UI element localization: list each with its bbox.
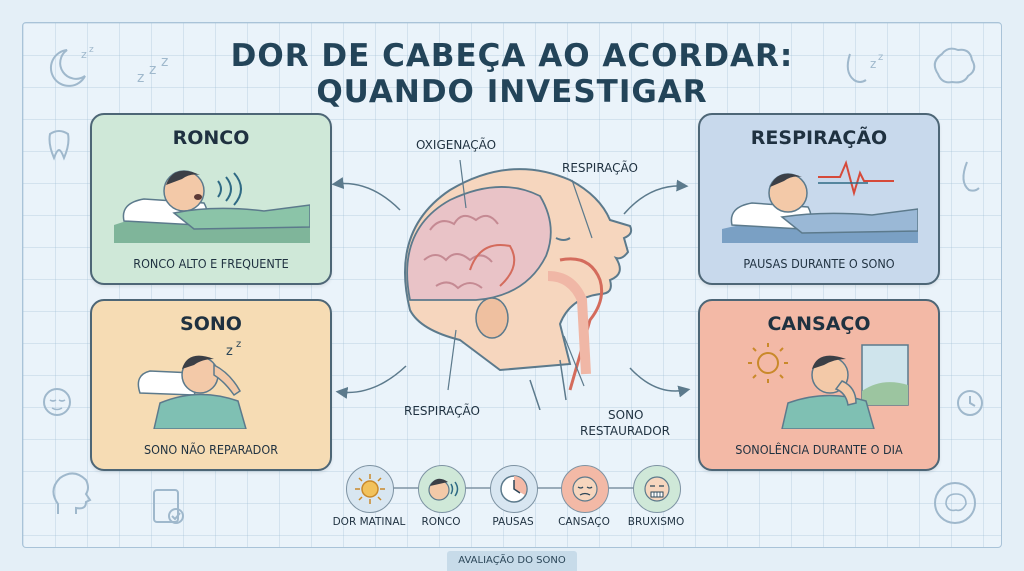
connector-arrows [331,160,691,399]
card-cansaco-heading: CANSAÇO [767,313,871,335]
clock-icon [500,475,528,503]
tooth-icon [48,130,70,161]
label-sono-restaurador-line1: SONO [608,408,644,422]
svg-text:z: z [161,54,168,70]
brain-icon [933,47,976,84]
card-ronco: RONCO RONCO ALTO E FREQUENTE [90,113,332,285]
svg-text:z: z [149,62,156,78]
label-respiracao-top: RESPIRAÇÃO [562,161,638,175]
moon-sleep-icon: z z [49,45,94,87]
legend-label-pausas: PAUSAS [492,516,534,528]
legend-label-dor-matinal: DOR MATINAL [332,516,406,528]
card-sono-caption: SONO NÃO REPARADOR [143,442,279,457]
nose-zzz-icon: z z [846,52,883,83]
svg-text:z: z [89,45,94,55]
legend-item-dor-matinal [346,465,394,513]
svg-text:z: z [870,57,876,71]
card-cansaco-caption: SONOLÊNCIA DURANTE O DIA [735,442,903,457]
legend-item-bruxismo [633,465,681,513]
unrested-person-illustration: z z [137,341,247,429]
brain-profile-icon [934,482,976,524]
legend-item-pausas [490,465,538,513]
legend-label-cansaco: CANSAÇO [558,516,610,528]
legend-label-bruxismo: BRUXISMO [627,516,685,528]
snoring-face-icon [428,478,459,501]
svg-text:z: z [81,48,87,61]
tired-face-icon [572,476,598,502]
svg-text:z: z [878,52,883,63]
tired-person-illustration [748,343,909,429]
label-sono-restaurador-line2: RESTAURADOR [580,424,671,438]
head-cross-section-illustration [404,168,633,410]
card-respiracao-heading: RESPIRAÇÃO [750,127,888,149]
snoring-person-illustration [114,170,310,243]
card-ronco-caption: RONCO ALTO E FREQUENTE [133,256,289,271]
svg-text:z: z [236,341,241,350]
card-respiracao-caption: PAUSAS DURANTE O SONO [743,256,895,271]
card-sono: SONO z z SONO NÃO REPARADOR [90,299,332,471]
nose-icon [962,161,980,192]
grinding-face-icon [644,476,670,502]
label-respiracao-bottom: RESPIRAÇÃO [404,404,480,418]
legend-item-ronco [418,465,466,513]
sun-icon [355,474,385,504]
card-sono-heading: SONO [180,313,242,335]
svg-text:z: z [226,344,233,359]
page-title-line2: QUANDO INVESTIGAR [316,74,708,110]
zzz-icon: z z z [137,54,168,86]
footer-badge: AVALIAÇÃO DO SONO [447,551,577,571]
head-profile-icon [52,472,92,514]
page-title-line1: DOR DE CABEÇA AO ACORDAR: [230,38,794,74]
card-respiracao: RESPIRAÇÃO PAUSAS DURANTE O SONO [698,113,940,285]
card-cansaco: CANSAÇO SONOLÊNCIA DURANTE O DIA [698,299,940,471]
legend-item-cansaco [561,465,609,513]
svg-text:z: z [137,70,144,86]
apnea-person-illustration [722,159,918,243]
legend-label-ronco: RONCO [421,516,461,528]
clipboard-check-icon [153,489,184,524]
clock-icon [957,390,983,416]
card-ronco-heading: RONCO [172,127,250,149]
label-oxigenacao: OXIGENAÇÃO [416,138,497,152]
sleepy-face-icon [43,388,71,416]
